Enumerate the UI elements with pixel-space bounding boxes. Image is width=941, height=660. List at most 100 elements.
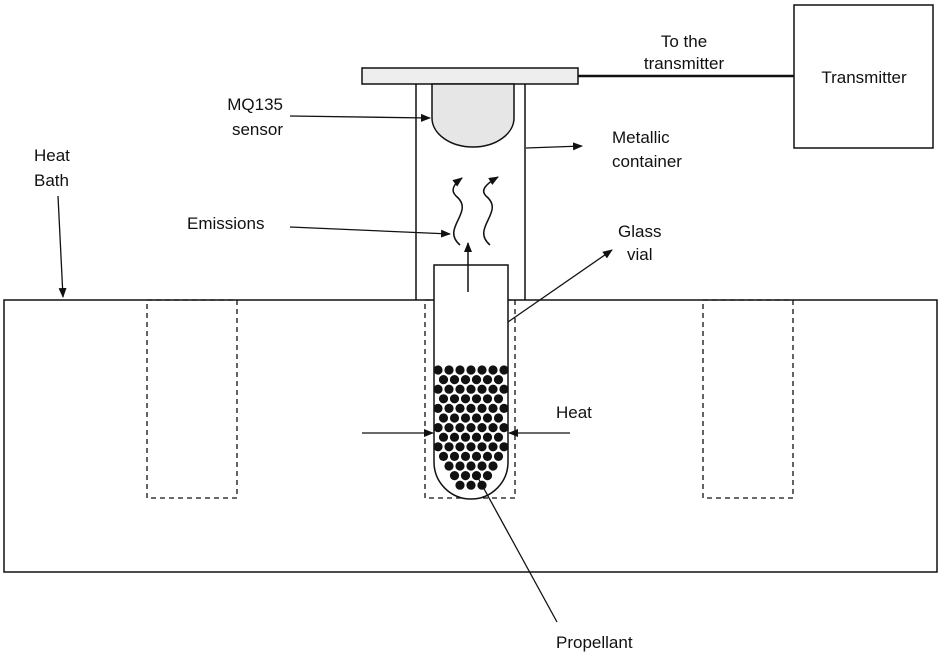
propellant-pellet (466, 442, 476, 452)
propellant-pellet (455, 442, 465, 452)
propellant-pellet (455, 480, 465, 490)
label-heat-bath-1: Heat (34, 146, 70, 165)
label-glass-2: vial (627, 245, 653, 264)
propellant-pellet (460, 451, 471, 461)
propellant-pellet (444, 403, 454, 413)
propellant-pellet (444, 365, 454, 375)
propellant-pellet (455, 403, 465, 413)
glass-vial-arrow (507, 249, 613, 323)
propellant-pellet (482, 413, 493, 423)
propellant-pellet (449, 375, 460, 385)
propellant-pellet (460, 394, 471, 404)
propellant-pellet (471, 471, 482, 481)
propellant-pellet (455, 423, 465, 433)
propellant-pellet (493, 432, 504, 442)
transmitter-box (793, 4, 934, 149)
propellant-pellet (499, 423, 509, 433)
propellant-pellet (482, 471, 493, 481)
emission-wave-right (482, 176, 499, 246)
label-metallic-2: container (612, 152, 682, 171)
label-mq135-1: MQ135 (227, 95, 283, 114)
propellant-pellet (466, 384, 476, 394)
propellant-pellet (488, 442, 498, 452)
propellant-pellet (482, 432, 493, 442)
propellant-pellet (477, 365, 487, 375)
label-to-transmitter-1: To the (661, 32, 707, 51)
heat-bath-arrow (57, 195, 67, 298)
emissions-arrow (289, 226, 451, 238)
label-glass-1: Glass (618, 222, 661, 241)
label-propellant: Propellant (556, 633, 633, 652)
propellant-pellet (433, 384, 443, 394)
propellant-pellet (449, 451, 460, 461)
propellant-pellet (477, 423, 487, 433)
propellant-pellet (449, 432, 460, 442)
label-heat-bath-2: Bath (34, 171, 69, 190)
propellant-pellet (438, 394, 449, 404)
propellant-pellet (488, 423, 498, 433)
propellant-pellet (449, 471, 460, 481)
propellant-pellet (438, 375, 449, 385)
propellant-pellet (438, 413, 449, 423)
propellant-pellet (466, 403, 476, 413)
propellant-pellet (438, 432, 449, 442)
label-to-transmitter-2: transmitter (644, 54, 725, 73)
propellant-pellet (433, 403, 443, 413)
propellant-pellet (449, 394, 460, 404)
propellant-pellet (482, 375, 493, 385)
propellant-pellet (488, 384, 498, 394)
mq135-sensor (431, 83, 515, 148)
propellant-pellet (471, 375, 482, 385)
propellant-pellet (433, 442, 443, 452)
mq135-arrow (289, 113, 431, 122)
label-transmitter: Transmitter (821, 68, 907, 87)
propellant-pellet (493, 451, 504, 461)
propellant-pellet (466, 480, 476, 490)
propellant-pellet (460, 413, 471, 423)
propellant-pellet (466, 461, 476, 471)
emission-wave-left (452, 177, 463, 246)
propellant-pellet (477, 384, 487, 394)
propellant-pellet (488, 365, 498, 375)
propellant-pellet (455, 384, 465, 394)
propellant-pellet (499, 365, 509, 375)
propellant-pellet (499, 384, 509, 394)
metallic-container-arrow (525, 142, 583, 151)
well-left (146, 299, 238, 499)
propellant-pellet (449, 413, 460, 423)
label-heat: Heat (556, 403, 592, 422)
propellant-pellet (438, 451, 449, 461)
propellant-pellet (455, 365, 465, 375)
propellant-pellet (460, 432, 471, 442)
propellant-pellet (471, 394, 482, 404)
propellant-pellet (493, 394, 504, 404)
propellant-pellet (488, 461, 498, 471)
propellant-pellet (460, 471, 471, 481)
propellant-pellet (433, 365, 443, 375)
propellant-pellet (466, 423, 476, 433)
label-mq135-2: sensor (232, 120, 283, 139)
propellant-pellet (477, 442, 487, 452)
propellant-pellet (444, 461, 454, 471)
container-lid-plate (361, 67, 579, 85)
metallic-container (415, 84, 526, 300)
propellant-pellet (444, 384, 454, 394)
well-right (702, 299, 794, 499)
propellant-pellet (477, 403, 487, 413)
propellant-pellet (444, 423, 454, 433)
propellant-pellet (471, 413, 482, 423)
label-emissions: Emissions (187, 214, 264, 233)
propellant-pellets (433, 365, 509, 490)
propellant-pellet (493, 375, 504, 385)
propellant-pellet (433, 423, 443, 433)
propellant-leader-line (476, 475, 558, 623)
propellant-pellet (488, 403, 498, 413)
propellant-pellet (444, 442, 454, 452)
propellant-pellet (499, 403, 509, 413)
propellant-pellet (471, 432, 482, 442)
propellant-pellet (477, 461, 487, 471)
propellant-pellet (482, 451, 493, 461)
label-metallic-1: Metallic (612, 128, 670, 147)
propellant-pellet (460, 375, 471, 385)
